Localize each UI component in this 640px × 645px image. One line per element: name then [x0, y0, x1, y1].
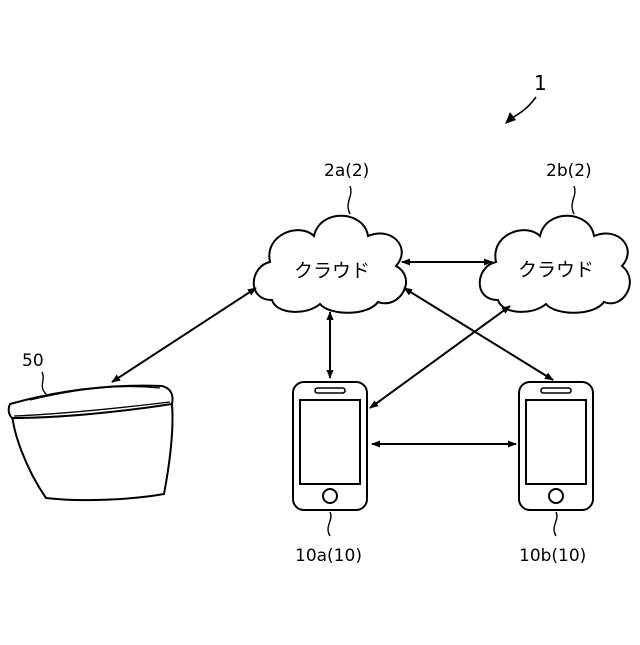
- arrow-cloud2b-phone10a: [370, 306, 510, 408]
- phone-10a-home-button: [323, 489, 337, 503]
- toilet-50: 50: [9, 351, 173, 500]
- phone-10b-speaker: [541, 388, 571, 393]
- phone-10a-leader: [328, 512, 331, 536]
- system-ref-arrowhead: [505, 112, 516, 124]
- phone-10a-ref: 10a(10): [295, 546, 362, 566]
- phone-10b-leader: [554, 512, 557, 536]
- cloud-2a-ref: 2a(2): [324, 161, 369, 181]
- cloud-2b-label: クラウド: [518, 259, 594, 281]
- arrow-toilet-cloud2a: [112, 288, 256, 382]
- cloud-2b: 2b(2) クラウド: [480, 161, 630, 313]
- system-ref-leader: [512, 97, 536, 118]
- phone-10b-home-button: [549, 489, 563, 503]
- system-ref-label: 1: [534, 71, 547, 95]
- cloud-2a: 2a(2) クラウド: [254, 161, 406, 313]
- phone-10b-screen: [526, 400, 586, 484]
- phone-10a-screen: [300, 400, 360, 484]
- toilet-ref: 50: [22, 351, 44, 371]
- phone-10a-speaker: [315, 388, 345, 393]
- phone-10b: 10b(10): [519, 382, 593, 566]
- system-reference: 1: [505, 71, 547, 124]
- toilet-leader: [42, 372, 46, 394]
- cloud-2b-leader: [572, 186, 575, 214]
- phone-10a: 10a(10): [293, 382, 367, 566]
- cloud-2a-leader: [348, 186, 351, 214]
- cloud-2a-label: クラウド: [294, 260, 370, 282]
- cloud-2b-ref: 2b(2): [546, 161, 592, 181]
- phone-10b-ref: 10b(10): [519, 546, 586, 566]
